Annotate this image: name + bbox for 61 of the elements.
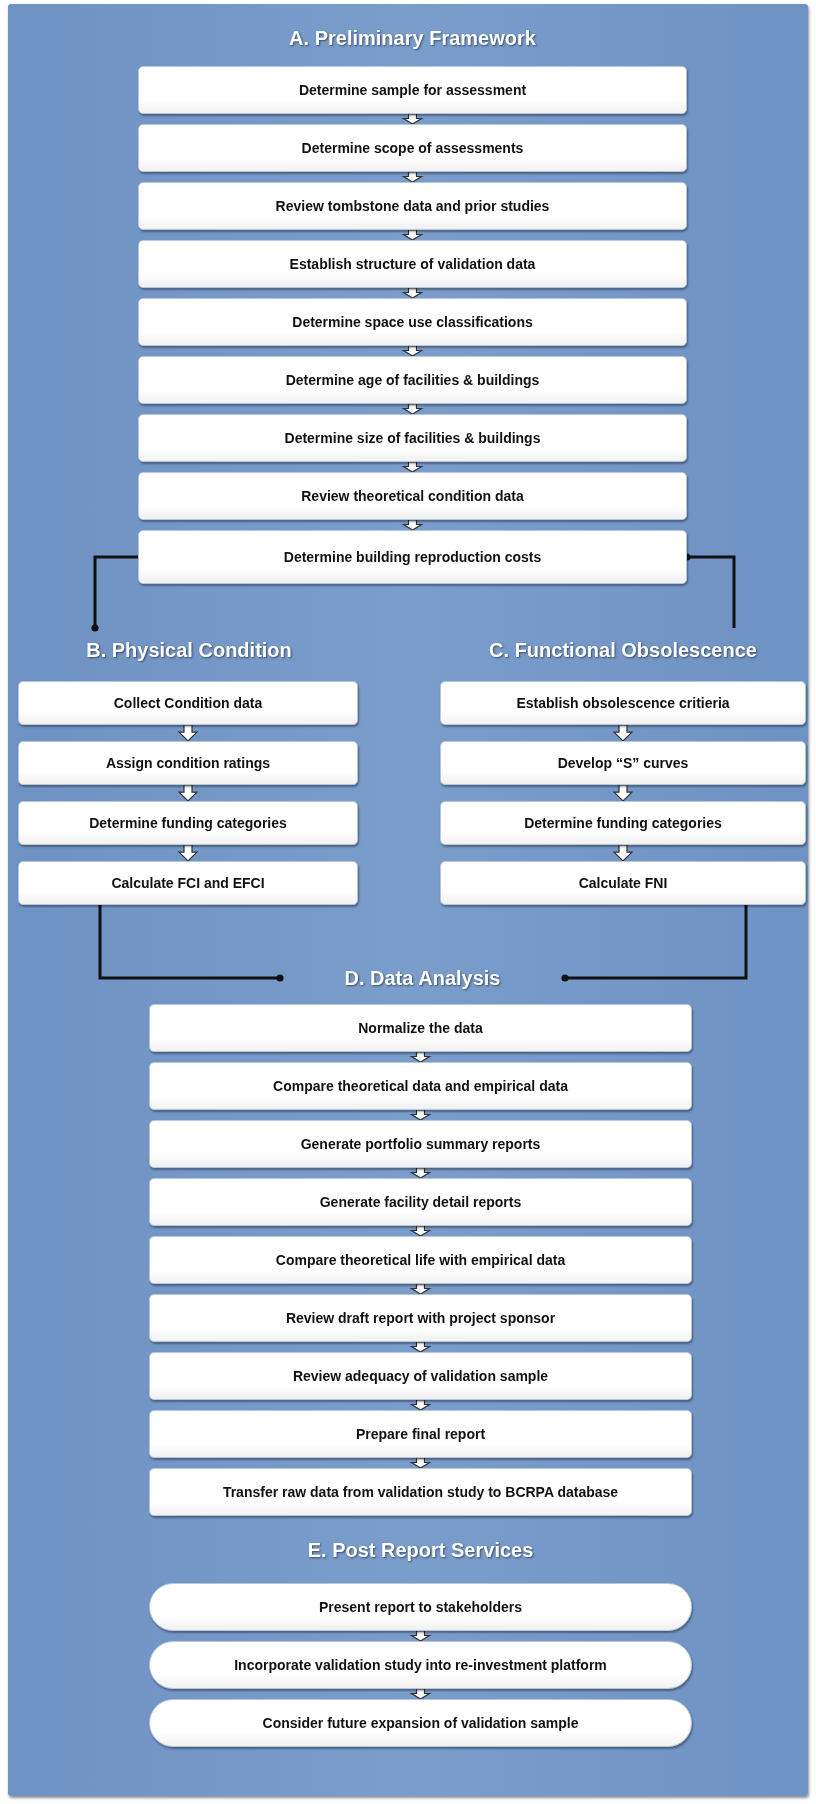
process-step: Determine space use classifications <box>138 298 687 346</box>
block-arrow <box>409 1283 432 1295</box>
process-step: Determine funding categories <box>18 801 358 845</box>
block-arrow <box>177 784 199 802</box>
process-step: Incorporate validation study into re-investment platform <box>149 1641 692 1689</box>
block-arrow <box>409 1341 432 1353</box>
section-heading: B. Physical Condition <box>86 638 292 662</box>
section-heading: A. Preliminary Framework <box>289 26 536 50</box>
process-step: Establish obsolescence critieria <box>440 681 806 725</box>
block-arrow <box>612 844 634 862</box>
process-step: Assign condition ratings <box>18 741 358 785</box>
block-arrow <box>401 345 424 357</box>
block-arrow <box>409 1167 432 1179</box>
connector-line <box>91 555 138 632</box>
connector-line <box>98 905 284 982</box>
block-arrow <box>612 724 634 742</box>
process-step: Establish structure of validation data <box>138 240 687 288</box>
section-heading: C. Functional Obsolescence <box>489 638 757 662</box>
connector-line <box>561 905 748 982</box>
block-arrow <box>409 1457 432 1469</box>
block-arrow <box>409 1051 432 1063</box>
block-arrow <box>401 461 424 473</box>
block-arrow <box>177 844 199 862</box>
process-step: Determine sample for assessment <box>138 66 687 114</box>
block-arrow <box>401 287 424 299</box>
block-arrow <box>409 1109 432 1121</box>
block-arrow <box>409 1399 432 1411</box>
process-step: Review tombstone data and prior studies <box>138 182 687 230</box>
block-arrow <box>401 113 424 125</box>
process-step: Determine age of facilities & buildings <box>138 356 687 404</box>
process-step: Present report to stakeholders <box>149 1583 692 1631</box>
process-step: Generate portfolio summary reports <box>149 1120 692 1168</box>
process-step: Normalize the data <box>149 1004 692 1052</box>
block-arrow <box>409 1688 432 1700</box>
block-arrow <box>409 1225 432 1237</box>
process-step: Compare theoretical data and empirical data <box>149 1062 692 1110</box>
process-step: Determine scope of assessments <box>138 124 687 172</box>
process-step: Compare theoretical life with empirical data <box>149 1236 692 1284</box>
process-step: Prepare final report <box>149 1410 692 1458</box>
process-step: Determine building reproduction costs <box>138 530 687 584</box>
block-arrow <box>409 1630 432 1642</box>
process-step: Review adequacy of validation sample <box>149 1352 692 1400</box>
process-step: Calculate FCI and EFCI <box>18 861 358 905</box>
block-arrow <box>612 784 634 802</box>
block-arrow <box>401 519 424 531</box>
process-step: Determine size of facilities & buildings <box>138 414 687 462</box>
process-step: Transfer raw data from validation study to BCRPA database <box>149 1468 692 1516</box>
process-step: Generate facility detail reports <box>149 1178 692 1226</box>
block-arrow <box>401 171 424 183</box>
block-arrow <box>177 724 199 742</box>
section-heading: E. Post Report Services <box>307 1538 534 1562</box>
process-step: Determine funding categories <box>440 801 806 845</box>
process-step: Review draft report with project sponsor <box>149 1294 692 1342</box>
process-step: Calculate FNI <box>440 861 806 905</box>
block-arrow <box>401 403 424 415</box>
process-step: Collect Condition data <box>18 681 358 725</box>
section-heading: D. Data Analysis <box>344 966 501 990</box>
process-step: Review theoretical condition data <box>138 472 687 520</box>
process-step: Develop “S” curves <box>440 741 806 785</box>
process-step: Consider future expansion of validation sample <box>149 1699 692 1747</box>
block-arrow <box>401 229 424 241</box>
